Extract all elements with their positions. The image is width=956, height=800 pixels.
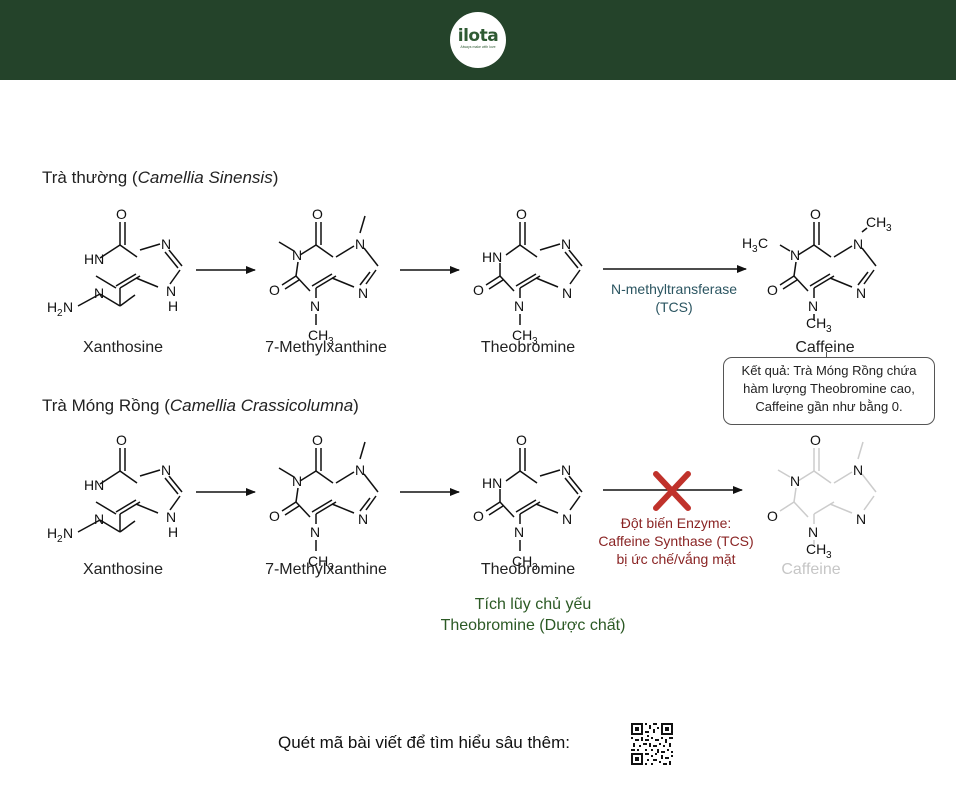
- logo-tagline: Always make with love: [460, 45, 496, 49]
- row2-title: Trà Móng Rồng (Camellia Crassicolumna): [42, 396, 359, 415]
- compound-label-caffeine-faded: Caffeine: [781, 561, 841, 578]
- svg-text:CH: CH: [806, 315, 826, 331]
- qr-code-icon[interactable]: [630, 722, 674, 766]
- svg-text:N: N: [808, 298, 818, 314]
- compound-label-caffeine-row1: Caffeine: [795, 339, 855, 356]
- xanthosine-structure-row1: [46, 205, 183, 320]
- compound-label-theobromine-row1: Theobromine: [480, 339, 576, 356]
- theobromine-structure-row1: [472, 205, 583, 348]
- svg-text:3: 3: [826, 324, 832, 335]
- svg-text:O: O: [767, 282, 778, 298]
- note-connector: [826, 352, 827, 358]
- header-bar: ilota Always make with love: [0, 0, 956, 80]
- svg-text:N: N: [790, 473, 800, 489]
- svg-text:N: N: [808, 524, 818, 540]
- enzyme-label: N-methyltransferase (TCS): [610, 281, 738, 315]
- svg-text:O: O: [810, 432, 821, 448]
- red-cross-icon: [653, 471, 691, 511]
- compound-label-xanthosine-row1: Xanthosine: [82, 339, 164, 356]
- accumulation-label: Tích lũy chủ yếu Theobromine (Dược chất): [440, 596, 626, 634]
- compound-label-xanthosine-row2: Xanthosine: [82, 561, 164, 578]
- mutation-label: Đột biến Enzyme: Caffeine Synthase (TCS)…: [598, 515, 754, 567]
- methylxanthine-structure-row2: [268, 431, 379, 574]
- svg-text:C: C: [758, 235, 768, 251]
- footer-scan-text: Quét mã bài viết để tìm hiểu sâu thêm:: [278, 733, 570, 752]
- logo-word: ilota: [457, 26, 499, 46]
- compound-label-theobromine-row2: Theobromine: [480, 561, 576, 578]
- svg-text:N: N: [856, 511, 866, 527]
- svg-text:O: O: [767, 508, 778, 524]
- row1-title: Trà thường (Camellia Sinensis): [42, 168, 279, 187]
- svg-text:3: 3: [886, 223, 892, 234]
- compound-label-7-methylxanthine-row1: 7-Methylxanthine: [265, 339, 387, 356]
- result-note-box: Kết quả: Trà Móng Rồng chứa hàm lượng Th…: [723, 357, 935, 425]
- svg-text:H: H: [742, 235, 752, 251]
- theobromine-structure-row2: [472, 431, 583, 574]
- svg-text:N: N: [853, 462, 863, 478]
- xanthosine-structure-row2: [46, 431, 183, 546]
- ilota-logo[interactable]: ilota Always make with love: [450, 12, 506, 68]
- svg-text:N: N: [856, 285, 866, 301]
- svg-text:O: O: [810, 206, 821, 222]
- compound-label-7-methylxanthine-row2: 7-Methylxanthine: [265, 561, 387, 578]
- svg-text:N: N: [790, 247, 800, 263]
- svg-text:3: 3: [826, 550, 832, 561]
- methylxanthine-structure-row1: [268, 205, 379, 348]
- svg-text:CH: CH: [806, 541, 826, 557]
- svg-text:3: 3: [752, 244, 758, 255]
- svg-text:N: N: [853, 236, 863, 252]
- svg-text:CH: CH: [866, 214, 886, 230]
